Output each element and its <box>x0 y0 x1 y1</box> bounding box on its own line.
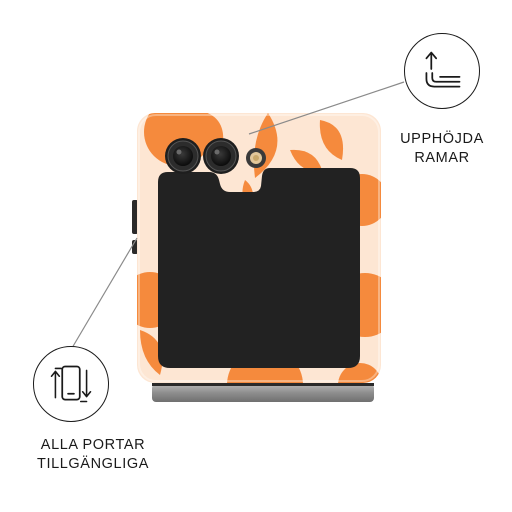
camera-module <box>165 138 266 174</box>
raised-edge-icon <box>404 33 480 109</box>
side-button <box>132 200 138 234</box>
raised-edges-label-line: RAMAR <box>414 150 470 166</box>
hinge <box>152 384 374 402</box>
all-ports-label-line: TILLGÄNGLIGA <box>37 456 149 472</box>
all-ports-label: ALLA PORTAR TILLGÄNGLIGA <box>18 436 168 474</box>
callout-line-raised-edges <box>248 81 405 135</box>
raised-edges-label: UPPHÖJDA RAMAR <box>396 130 488 168</box>
phone-ports-icon <box>33 346 109 422</box>
callout-line-ports <box>71 237 138 349</box>
raised-edges-label-line: UPPHÖJDA <box>400 131 484 147</box>
all-ports-label-line: ALLA PORTAR <box>40 437 146 453</box>
cover-screen <box>158 168 360 368</box>
